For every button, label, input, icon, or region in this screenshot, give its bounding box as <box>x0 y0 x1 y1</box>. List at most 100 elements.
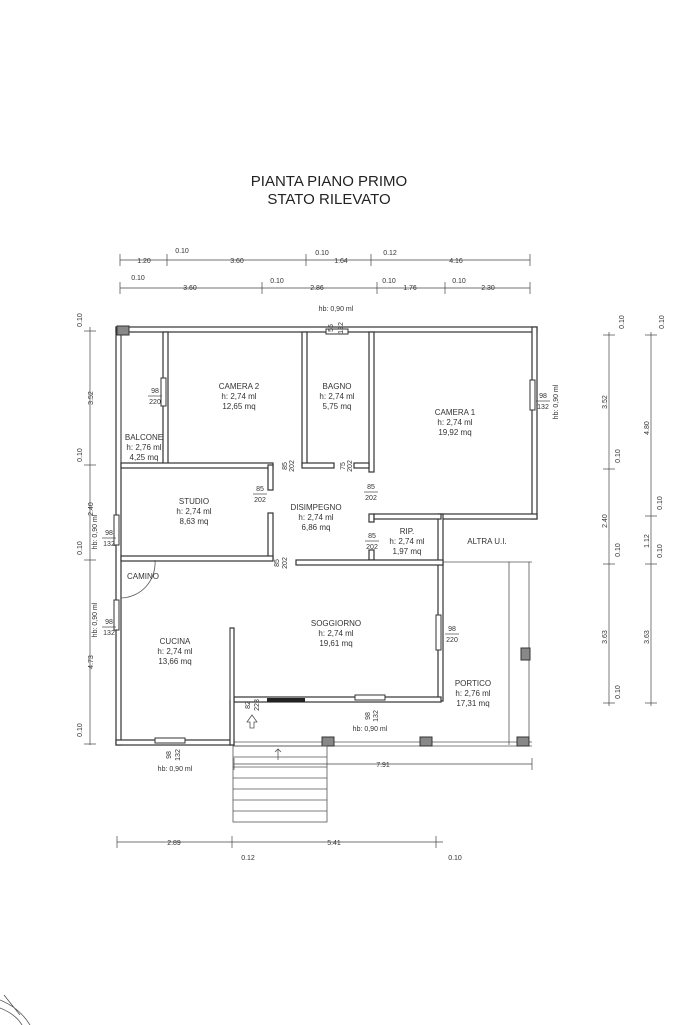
dim-right-inner-5: 3.63 <box>602 630 609 644</box>
dim-top-r1-5: 0.12 <box>383 250 397 257</box>
room-disimpegno: DISIMPEGNO h: 2,74 ml 6,86 mq <box>290 503 341 532</box>
opening-h: 202 <box>282 557 289 569</box>
dim-right-outer-2: 0.10 <box>657 496 664 510</box>
opening-h: 202 <box>366 544 378 551</box>
dim-right-inner-1: 3.52 <box>602 395 609 409</box>
plan-title-line1: PIANTA PIANO PRIMO <box>251 173 407 190</box>
dim-top-r2-6: 0.10 <box>452 278 466 285</box>
opening-h: 223 <box>254 699 261 711</box>
dim-top-r2-4: 0.10 <box>382 278 396 285</box>
dim-right-outer-3: 1.12 <box>644 534 651 548</box>
opening-h: 202 <box>289 460 296 472</box>
opening-w: 85 <box>367 484 375 491</box>
dim-top-r2-3: 2.86 <box>310 285 324 292</box>
room-height: h: 2,74 ml <box>319 392 354 401</box>
dim-right-outer-5: 3.63 <box>644 630 651 644</box>
opening-w: 82 <box>245 701 252 709</box>
opening-h: 202 <box>254 497 266 504</box>
corner-scribble-icon <box>0 994 31 1025</box>
dim-left-0: 0.10 <box>77 313 84 327</box>
opening-w: 85 <box>274 559 281 567</box>
room-name: CAMERA 2 <box>219 382 260 391</box>
room-name: STUDIO <box>179 497 209 506</box>
opening-h: 220 <box>446 637 458 644</box>
opening-labels: 55 132 98 220 98 132 85 202 75 202 85 20… <box>102 322 550 761</box>
opening-h: 132 <box>103 630 115 637</box>
opening-w: 85 <box>368 533 376 540</box>
room-name: CAMERA 1 <box>435 408 476 417</box>
room-area: 5,75 mq <box>323 402 352 411</box>
opening-w: 98 <box>448 626 456 633</box>
dim-right-inner-3: 2.40 <box>602 514 609 528</box>
right-dimension-lines <box>603 332 657 706</box>
dim-top-r2-7: 2.30 <box>481 285 495 292</box>
room-studio: STUDIO h: 2,74 ml 8,63 mq <box>176 497 211 526</box>
sill-label-right: hb: 0,90 ml <box>553 384 560 419</box>
room-height: h: 2,74 ml <box>318 629 353 638</box>
room-camera-1: CAMERA 1 h: 2,74 ml 19,92 mq <box>435 408 476 437</box>
opening-h: 132 <box>537 404 549 411</box>
room-altra-ui: ALTRA U.I. <box>467 537 506 546</box>
dim-right-inner-6: 0.10 <box>615 685 622 699</box>
sill-label-left-upper: hb: 0,90 ml <box>92 514 99 549</box>
opening-w: 98 <box>166 751 173 759</box>
dim-left-4: 0.10 <box>77 541 84 555</box>
dim-top-r2-1: 3.60 <box>183 285 197 292</box>
left-dimension-line <box>84 327 96 745</box>
room-area: 17,31 mq <box>456 699 489 708</box>
building-walls <box>113 325 538 823</box>
room-area: 12,65 mq <box>222 402 255 411</box>
dim-right-inner-0: 0.10 <box>619 315 626 329</box>
room-soggiorno: SOGGIORNO h: 2,74 ml 19,61 mq <box>311 619 361 648</box>
sill-label-left-lower: hb: 0,90 ml <box>92 602 99 637</box>
dim-bottom-2: 5.41 <box>327 840 341 847</box>
dim-right-outer-1: 4.80 <box>644 421 651 435</box>
dim-bottom-1: 0.12 <box>241 855 255 862</box>
opening-w: 75 <box>340 462 347 470</box>
sill-label-soggiorno: hb: 0,90 ml <box>353 726 388 733</box>
room-height: h: 2,74 ml <box>176 507 211 516</box>
room-height: h: 2,76 ml <box>455 689 490 698</box>
room-area: 8,63 mq <box>180 517 209 526</box>
dim-bottom-0: 2.89 <box>167 840 181 847</box>
room-height: h: 2,74 ml <box>437 418 472 427</box>
opening-h: 202 <box>365 495 377 502</box>
room-name: BAGNO <box>323 382 352 391</box>
room-height: h: 2,74 ml <box>389 537 424 546</box>
room-height: h: 2,74 ml <box>221 392 256 401</box>
room-name: DISIMPEGNO <box>290 503 341 512</box>
dim-top-r1-3: 0.10 <box>315 250 329 257</box>
dim-top-r2-0: 0.10 <box>131 275 145 282</box>
room-name: PORTICO <box>455 679 491 688</box>
dim-top-r1-2: 3.60 <box>230 258 244 265</box>
opening-h: 132 <box>338 322 345 334</box>
room-area: 19,61 mq <box>319 639 352 648</box>
room-camera-2: CAMERA 2 h: 2,74 ml 12,65 mq <box>219 382 260 411</box>
room-name: RIP. <box>400 527 415 536</box>
sill-label-cucina: hb: 0,90 ml <box>158 766 193 773</box>
dim-overall-width: 7.91 <box>376 762 390 769</box>
room-balcone: BALCONE h: 2,76 ml 4,25 mq <box>125 433 163 462</box>
dim-left-6: 0.10 <box>77 723 84 737</box>
room-cucina: CUCINA h: 2,74 ml 13,66 mq <box>157 637 192 666</box>
dim-right-inner-4: 0.10 <box>615 543 622 557</box>
opening-w: 98 <box>151 388 159 395</box>
room-rip: RIP. h: 2,74 ml 1,97 mq <box>389 527 424 556</box>
dim-top-r1-1: 0.10 <box>175 248 189 255</box>
room-name: BALCONE <box>125 433 163 442</box>
room-height: h: 2,76 ml <box>126 443 161 452</box>
top-dimension-lines <box>119 254 531 294</box>
dim-right-inner-2: 0.10 <box>615 449 622 463</box>
dim-right-outer-4: 0.10 <box>657 544 664 558</box>
opening-h: 202 <box>347 460 354 472</box>
opening-w: 85 <box>256 486 264 493</box>
room-camino: CAMINO <box>127 572 159 581</box>
room-height: h: 2,74 ml <box>298 513 333 522</box>
opening-h: 132 <box>373 710 380 722</box>
room-bagno: BAGNO h: 2,74 ml 5,75 mq <box>319 382 354 411</box>
room-area: 6,86 mq <box>302 523 331 532</box>
sill-label-top: hb: 0,90 ml <box>319 306 354 313</box>
opening-w: 98 <box>365 712 372 720</box>
opening-w: 55 <box>328 324 335 332</box>
